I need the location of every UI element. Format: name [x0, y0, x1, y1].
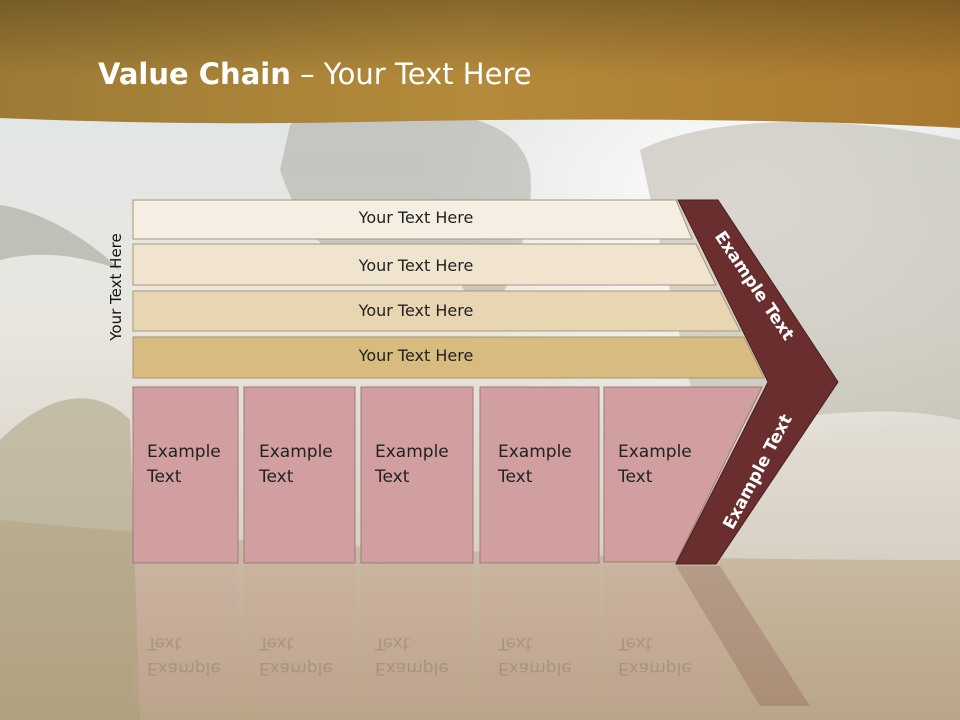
box-5-reflection-line2: Text [618, 633, 653, 653]
box-shape-2 [243, 386, 356, 564]
box-1-reflection-line1: Example [147, 658, 221, 678]
reflection [133, 566, 810, 706]
title-bold: Value Chain [98, 57, 291, 91]
title-rest: – Your Text Here [290, 57, 532, 91]
box-1-line1: Example [147, 442, 221, 462]
box-reflection-4: Example Text [498, 630, 572, 680]
row-label-2: Your Text Here [358, 256, 474, 275]
row-shape-2 [132, 243, 717, 286]
box-2-line2: Text [259, 467, 294, 487]
slide-title: Value Chain – Your Text Here [98, 52, 532, 96]
row-shape-1 [132, 199, 693, 240]
box-reflection-3: Example Text [375, 630, 449, 680]
box-shape-4 [479, 386, 600, 564]
row-shape-3 [132, 290, 741, 332]
box-reflection-5: Example Text [618, 630, 692, 680]
box-3-reflection-line1: Example [375, 658, 449, 678]
box-5-reflection-line1: Example [618, 658, 692, 678]
box-3-reflection-line2: Text [375, 633, 410, 653]
box-5-line2: Text [618, 467, 653, 487]
box-3-line1: Example [375, 442, 449, 462]
row-label-3: Your Text Here [358, 301, 474, 320]
row-label-4: Your Text Here [358, 346, 474, 365]
row-label-1: Your Text Here [358, 208, 474, 227]
box-4-reflection-line2: Text [498, 633, 533, 653]
box-shape-1 [132, 386, 239, 564]
box-4-reflection-line1: Example [498, 658, 572, 678]
margin-chevron [675, 199, 839, 565]
box-2-line1: Example [259, 442, 333, 462]
box-5-line1: Example [618, 442, 692, 462]
box-reflection-1: Example Text [147, 630, 221, 680]
row-shape-4 [132, 336, 765, 379]
box-2-reflection-line2: Text [259, 633, 294, 653]
box-shape-3 [360, 386, 474, 564]
box-reflection-2: Example Text [259, 630, 333, 680]
box-1-line2: Text [147, 467, 182, 487]
box-3-line2: Text [375, 467, 410, 487]
box-2-reflection-line1: Example [259, 658, 333, 678]
box-shape-5 [603, 386, 763, 563]
box-1-reflection-line2: Text [147, 633, 182, 653]
box-4-line1: Example [498, 442, 572, 462]
box-4-line2: Text [498, 467, 533, 487]
